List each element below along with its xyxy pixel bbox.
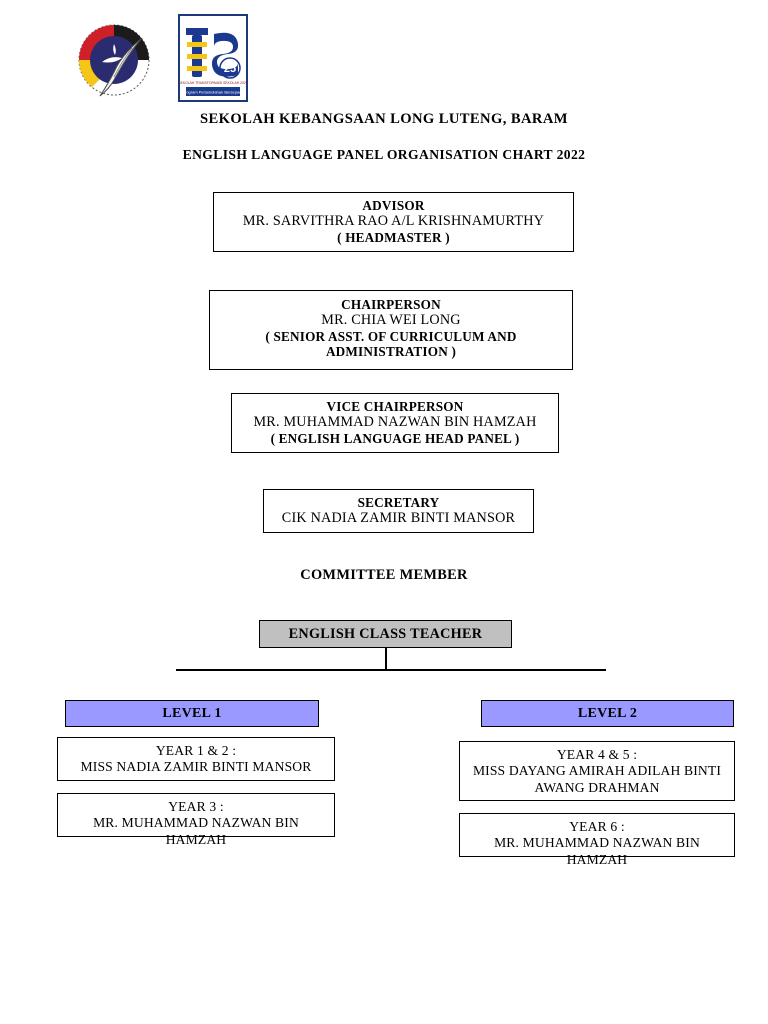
school-crest-logo xyxy=(78,24,150,97)
chairperson-title-l2: ADMINISTRATION ) xyxy=(325,344,457,360)
level-2-header: LEVEL 2 xyxy=(481,700,734,727)
page-title-school: SEKOLAH KEBANGSAAN LONG LUTENG, BARAM xyxy=(200,111,568,127)
level-1-header: LEVEL 1 xyxy=(65,700,319,727)
vice-chairperson-role: VICE CHAIRPERSON xyxy=(326,399,464,414)
advisor-role: ADVISOR xyxy=(362,198,425,213)
level-2-entry-2-teacher: MR. MUHAMMAD NAZWAN BIN HAMZAH xyxy=(494,835,700,867)
org-box-advisor: ADVISOR MR. SARVITHRA RAO A/L KRISHNAMUR… xyxy=(213,192,574,252)
chairperson-name: MR. CHIA WEI LONG xyxy=(321,312,461,329)
svg-text:25: 25 xyxy=(224,63,236,75)
advisor-name: MR. SARVITHRA RAO A/L KRISHNAMURTHY xyxy=(242,213,545,230)
level-1-entry-2-teacher: MR. MUHAMMAD NAZWAN BIN HAMZAH xyxy=(93,815,299,847)
level-2-entry-1-year: YEAR 4 & 5 : xyxy=(556,747,638,762)
connector-vertical xyxy=(385,648,387,670)
secretary-name: CIK NADIA ZAMIR BINTI MANSOR xyxy=(281,510,516,527)
level-2-entry-2-year: YEAR 6 : xyxy=(569,819,625,834)
secretary-role: SECRETARY xyxy=(357,495,440,510)
org-box-secretary: SECRETARY CIK NADIA ZAMIR BINTI MANSOR xyxy=(263,489,534,533)
level-1-entry-2-year: YEAR 3 : xyxy=(168,799,224,814)
committee-member-heading: COMMITTEE MEMBER xyxy=(300,567,468,583)
connector-horizontal xyxy=(176,669,606,671)
vice-chairperson-name: MR. MUHAMMAD NAZWAN BIN HAMZAH xyxy=(253,414,537,431)
ts25-program-logo: 25 SEKOLAH TRANSFORMASI SEKOLAH 2025 Pro… xyxy=(178,14,248,102)
level-1-entry-year-3: YEAR 3 : MR. MUHAMMAD NAZWAN BIN HAMZAH xyxy=(57,793,335,847)
vice-chairperson-title: ( ENGLISH LANGUAGE HEAD PANEL ) xyxy=(270,430,520,446)
svg-text:Program Persekolahan Bersepadu: Program Persekolahan Bersepadu xyxy=(182,90,243,95)
chairperson-title-l1: ( SENIOR ASST. OF CURRICULUM AND xyxy=(265,328,517,344)
level-1-entry-1-year: YEAR 1 & 2 : xyxy=(155,743,237,758)
advisor-title: ( HEADMASTER ) xyxy=(337,229,450,245)
level-2-entry-year-4-5: YEAR 4 & 5 : MISS DAYANG AMIRAH ADILAH B… xyxy=(459,741,735,801)
page-title-chart: ENGLISH LANGUAGE PANEL ORGANISATION CHAR… xyxy=(182,147,586,162)
level-2-entry-1-teacher-l1: MISS DAYANG AMIRAH ADILAH BINTI xyxy=(472,763,722,779)
level-2-entry-year-6: YEAR 6 : MR. MUHAMMAD NAZWAN BIN HAMZAH xyxy=(459,813,735,867)
org-box-chairperson: CHAIRPERSON MR. CHIA WEI LONG ( SENIOR A… xyxy=(209,290,573,370)
org-box-english-class-teacher: ENGLISH CLASS TEACHER xyxy=(259,620,512,648)
level-1-entry-1-teacher: MISS NADIA ZAMIR BINTI MANSOR xyxy=(80,759,312,775)
org-box-vice-chairperson: VICE CHAIRPERSON MR. MUHAMMAD NAZWAN BIN… xyxy=(231,393,559,453)
logo-row: 25 SEKOLAH TRANSFORMASI SEKOLAH 2025 Pro… xyxy=(72,14,248,108)
level-1-entry-year-1-2: YEAR 1 & 2 : MISS NADIA ZAMIR BINTI MANS… xyxy=(57,737,335,781)
chairperson-role: CHAIRPERSON xyxy=(341,297,441,312)
svg-text:SEKOLAH TRANSFORMASI SEKOLAH 2: SEKOLAH TRANSFORMASI SEKOLAH 2025 xyxy=(178,81,247,85)
level-2-entry-1-teacher-l2: AWANG DRAHMAN xyxy=(534,779,660,795)
